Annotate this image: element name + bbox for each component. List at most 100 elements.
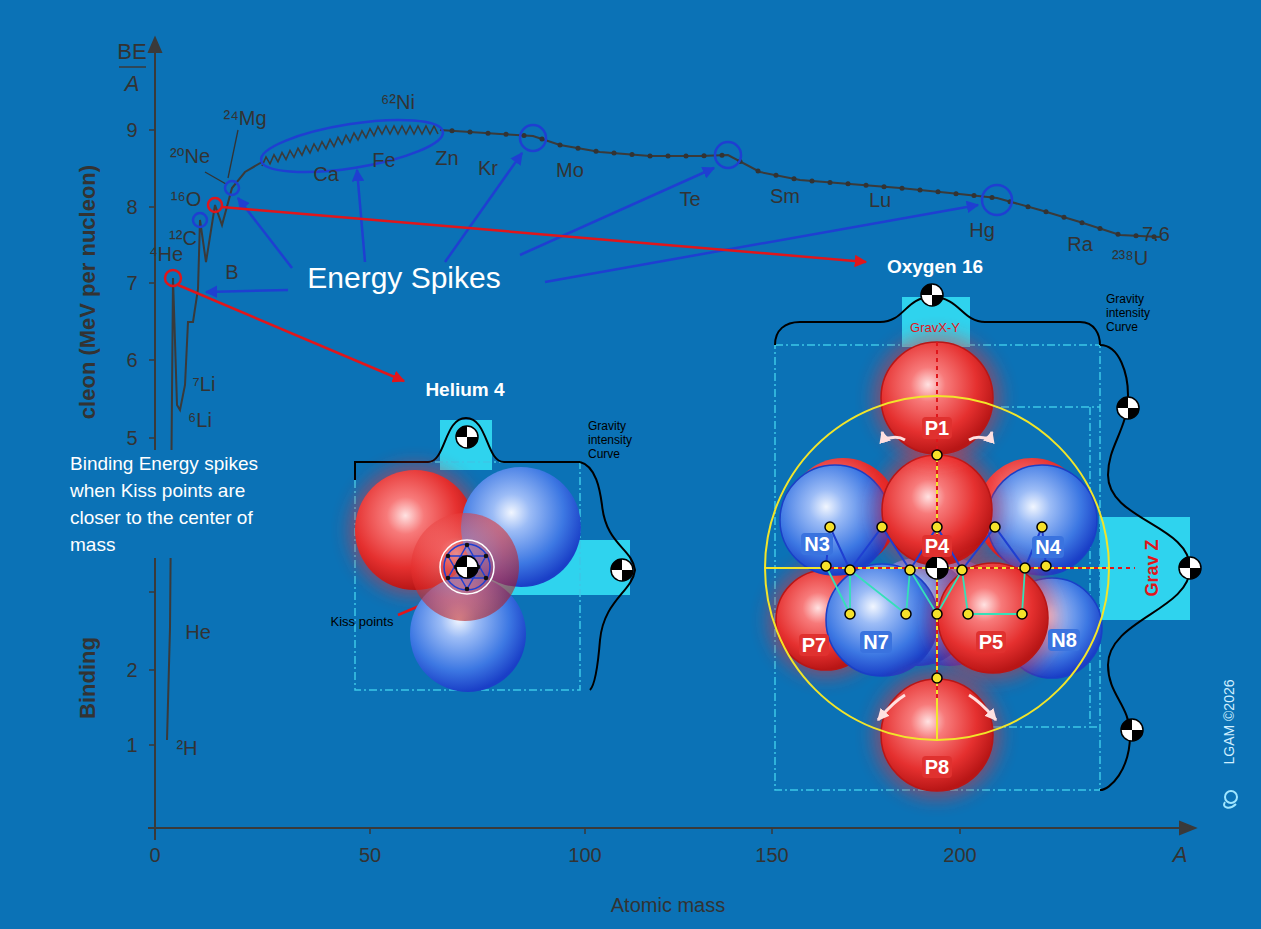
element-label: ²³⁸U [1112,247,1148,270]
helium-nucleus [444,544,490,590]
neutron-node: N7 [826,564,938,676]
axis-title: A [125,71,140,96]
kiss-point-network [1017,609,1027,619]
axis-label: Grav Z [1142,539,1162,596]
spike-arrows [206,290,288,292]
binding-energy-curve [440,130,1160,237]
element-label: Hg [969,219,995,241]
spike-markers [715,142,741,168]
axis-title: BE [117,39,146,64]
curve-label: Gravity intensity Curve [588,420,663,461]
neutron-sphere [780,465,890,575]
chart-axes [149,282,155,284]
tick-label: 0 [149,844,160,866]
helium-gravity-curve [580,462,635,690]
kiss-point-network [932,609,942,619]
helium-nucleus [446,554,451,559]
axis-title: Binding [75,637,100,719]
spike-markers [520,125,546,151]
proton-sphere [930,555,1056,681]
particle-label: N8 [1048,629,1080,651]
element-label: Kr [478,157,498,179]
helium-nucleus [446,543,489,592]
element-label: Ca [313,163,339,186]
element-label: ⁷Li [193,373,216,395]
element-label: ¹⁶O [171,188,201,211]
tick-label: 100 [568,844,601,867]
spike-markers [208,198,222,212]
binding-energy-curve [648,154,653,159]
spike-markers [165,110,1012,286]
element-label: He [185,621,211,643]
proton-node: P4 [882,455,992,565]
tick-label: 200 [943,844,976,867]
chart-axes [149,130,155,745]
center-of-mass-symbols [1117,397,1139,419]
neutron-sphere [826,564,938,676]
tick-label: 7 [126,272,137,295]
binding-energy-curve [666,154,671,159]
element-label: ⁷Li [193,373,216,396]
neutron-sphere [780,465,890,575]
binding-energy-curve [1026,204,1031,209]
particle-label: N3 [801,533,833,555]
binding-energy-curve [954,191,959,196]
binding-energy-curve [936,189,941,194]
tick-label: 50 [359,844,381,867]
center-of-mass-symbols [921,284,943,306]
chart-axes [149,744,155,746]
spike-markers [165,270,181,286]
particle-label: P7 [799,634,829,656]
figure-title: Helium 4 [425,379,504,401]
value-label: 7.6 [1142,223,1170,246]
axis-label: GravX-Y [910,320,960,335]
binding-energy-curve [702,153,707,158]
helium-nucleus [611,559,633,581]
binding-energy-curve [594,149,599,154]
center-of-mass-symbols [1179,557,1201,579]
axis-title: A [125,71,140,96]
binding-energy-curve [205,172,226,184]
chart-axes [119,38,1195,840]
curve-label: Gravity intensity Curve [1106,293,1181,334]
chart-axes [119,66,146,68]
binding-energy-curve [450,128,1157,239]
callout-arrows [178,285,404,381]
chart-axes [369,828,371,834]
watermark: LGAM ©2026 [1221,679,1237,764]
element-label: Sm [770,185,800,208]
logo-mark [1224,802,1236,808]
binding-energy-curve [792,176,797,181]
neutron-node: N4 [987,465,1097,575]
tick-label: 2 [126,659,137,681]
oxygen-axes [969,695,996,720]
binding-energy-curve [612,151,617,156]
binding-energy-curve [990,195,995,200]
neutron-sphere [826,564,938,676]
binding-energy-curve [1080,220,1085,225]
element-label: ⁶Li [188,409,212,432]
tick-label: 7 [126,272,137,294]
particle-label: P5 [976,631,1006,653]
element-label: Hg [969,219,995,242]
binding-energy-curve [720,153,725,158]
kiss-point-network [905,565,915,575]
kiss-point-network [1020,563,1030,573]
binding-energy-curve [1134,233,1139,238]
element-label: ²H [176,737,197,759]
chart-axes [154,828,156,834]
kiss-point-network [1037,522,1047,532]
oxygen-spheres [768,334,1102,799]
binding-energy-curve [846,181,851,186]
axis-title: A [1173,842,1188,867]
element-label: B [225,261,238,284]
callout-title: Energy Spikes [307,261,500,296]
chart-axes [154,45,156,840]
tick-label: 9 [126,119,137,142]
element-label: Ra [1067,233,1093,255]
helium-nucleus [484,554,489,559]
callout-label: Kiss points [331,615,394,630]
binding-energy-curve [1062,215,1067,220]
binding-energy-curve [486,131,491,136]
axis-label: Grav Z [1142,539,1163,596]
